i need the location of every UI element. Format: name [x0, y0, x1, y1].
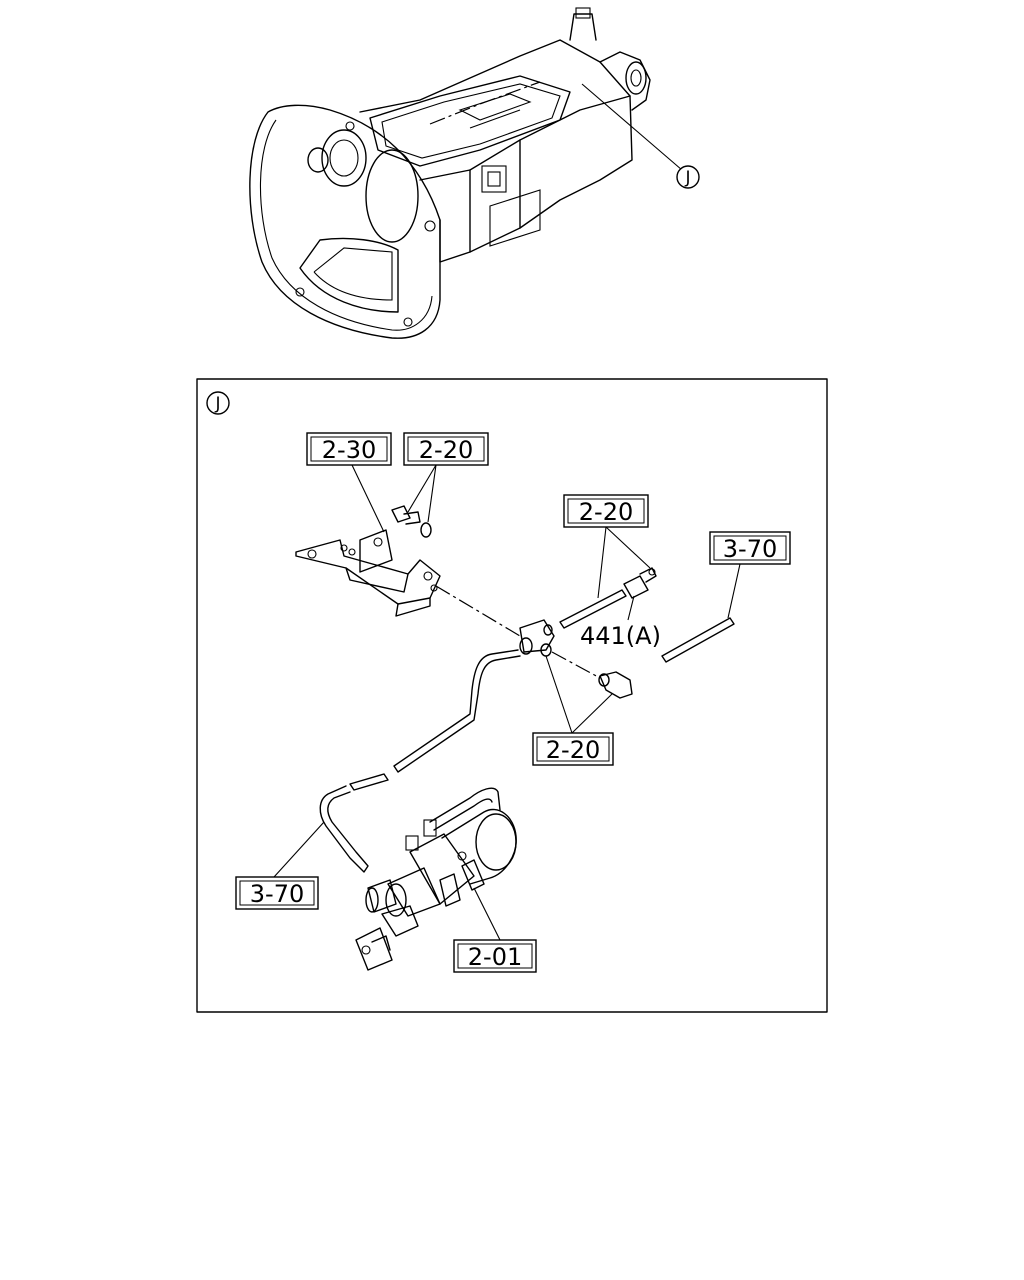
- bracket: [295, 529, 441, 617]
- connector: [623, 567, 657, 599]
- detail-marker-letter: J: [214, 394, 220, 414]
- label-3-70-right: 3-70: [709, 531, 791, 565]
- transmission-illustration: [249, 7, 651, 339]
- svg-text:2-01: 2-01: [468, 943, 522, 971]
- detail-callout-letter: J: [684, 168, 690, 188]
- leader-line: [727, 563, 741, 619]
- centerline-elbow: [551, 651, 601, 679]
- washer: [420, 522, 432, 538]
- label-2-20-bracket: 2-20: [403, 432, 489, 466]
- leader-line: [473, 887, 501, 941]
- svg-text:3-70: 3-70: [723, 535, 777, 563]
- leader-line: [571, 693, 613, 734]
- master-cylinder: [355, 787, 517, 971]
- leader-line: [273, 821, 325, 878]
- centerline: [435, 585, 521, 637]
- hose-right: [661, 617, 735, 663]
- svg-text:2-20: 2-20: [419, 436, 473, 464]
- bolt: [391, 505, 421, 525]
- leader-line: [581, 83, 683, 171]
- label-2-01: 2-01: [453, 939, 537, 973]
- svg-text:2-20: 2-20: [579, 498, 633, 526]
- leader-line: [605, 526, 651, 569]
- tee-fitting: [519, 619, 555, 657]
- label-2-20-tee: 2-20: [532, 732, 614, 766]
- leader-line: [545, 655, 573, 734]
- detail-callout-circle: [676, 165, 700, 189]
- label-2-20-pipe: 2-20: [563, 494, 649, 528]
- svg-text:2-30: 2-30: [322, 436, 376, 464]
- label-2-30: 2-30: [306, 432, 392, 466]
- svg-text:3-70: 3-70: [250, 880, 304, 908]
- detail-frame: [196, 378, 828, 1013]
- leader-line: [351, 464, 385, 533]
- label-3-70-left: 3-70: [235, 876, 319, 910]
- hose-long: [319, 649, 521, 873]
- svg-text:2-20: 2-20: [546, 736, 600, 764]
- pipe-straight: [559, 589, 627, 629]
- leader-line: [627, 595, 635, 621]
- leader-line: [427, 464, 437, 523]
- leader-line: [407, 464, 437, 513]
- elbow-fitting: [598, 671, 633, 699]
- leader-line: [597, 526, 607, 599]
- detail-marker-circle: [206, 391, 230, 415]
- part-number-441a: 441(A): [580, 622, 661, 650]
